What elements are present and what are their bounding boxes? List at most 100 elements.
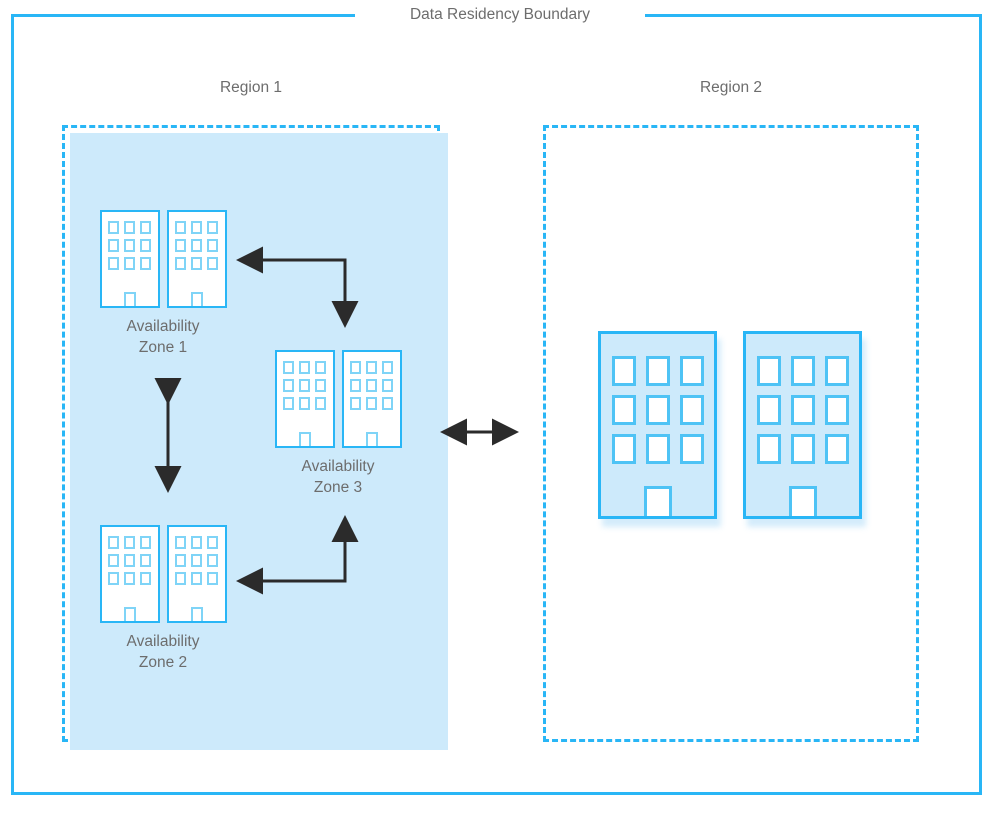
window (315, 379, 326, 392)
window (824, 395, 849, 425)
window (140, 239, 151, 252)
building-icon (598, 331, 721, 527)
availability-zone-1-label: Availability Zone 1 (126, 318, 200, 356)
window (382, 379, 393, 392)
window (366, 361, 377, 374)
window (140, 572, 151, 585)
building-windows (102, 221, 158, 270)
window (382, 361, 393, 374)
window (175, 572, 186, 585)
window (283, 379, 294, 392)
window (175, 554, 186, 567)
window (207, 257, 218, 270)
window (124, 257, 135, 270)
building-door (123, 292, 136, 306)
zone1-zone2-connector (154, 378, 182, 493)
window (824, 356, 849, 386)
building-windows (344, 361, 400, 410)
window (679, 395, 704, 425)
window (611, 356, 636, 386)
data-residency-boundary-title: Data Residency Boundary (409, 6, 591, 23)
window (679, 356, 704, 386)
building-door (788, 486, 817, 516)
window (611, 395, 636, 425)
zone1-zone3-connector (236, 246, 359, 328)
region-2-dashed-border (543, 125, 919, 742)
window (108, 572, 119, 585)
window (299, 397, 310, 410)
window (108, 536, 119, 549)
window (350, 361, 361, 374)
window (108, 239, 119, 252)
window (140, 554, 151, 567)
window (207, 239, 218, 252)
window (207, 536, 218, 549)
window (299, 379, 310, 392)
window (191, 536, 202, 549)
window (645, 395, 670, 425)
window (207, 554, 218, 567)
window (191, 257, 202, 270)
window (124, 536, 135, 549)
building-door (298, 432, 311, 446)
window (175, 536, 186, 549)
zone2-zone3-connector (236, 515, 359, 595)
region-2-datacenters[interactable] (598, 331, 866, 527)
window (756, 395, 781, 425)
window (191, 572, 202, 585)
window (790, 356, 815, 386)
building-windows (169, 221, 225, 270)
building-icon (274, 350, 335, 448)
window (108, 554, 119, 567)
window (299, 361, 310, 374)
window (679, 434, 704, 464)
window (645, 356, 670, 386)
window (350, 379, 361, 392)
window (756, 356, 781, 386)
building-door (643, 486, 672, 516)
window (366, 397, 377, 410)
window (315, 361, 326, 374)
availability-zone-2[interactable]: Availability Zone 2 (96, 525, 230, 673)
region-2-buildings (598, 331, 866, 527)
window (207, 572, 218, 585)
window (824, 434, 849, 464)
window (283, 397, 294, 410)
window (191, 239, 202, 252)
window (191, 221, 202, 234)
building-windows (601, 356, 714, 464)
building-icon (99, 525, 160, 623)
building-door (190, 607, 203, 621)
window (175, 239, 186, 252)
window (790, 434, 815, 464)
building-windows (746, 356, 859, 464)
window (315, 397, 326, 410)
window (124, 221, 135, 234)
building-windows (277, 361, 333, 410)
building-icon (166, 525, 227, 623)
window (175, 221, 186, 234)
region-2-title: Region 2 (699, 79, 763, 96)
window (283, 361, 294, 374)
availability-zone-3-buildings (271, 350, 405, 448)
window (124, 572, 135, 585)
availability-zone-1-buildings (96, 210, 230, 308)
window (366, 379, 377, 392)
building-windows (102, 536, 158, 585)
window (124, 239, 135, 252)
window (175, 257, 186, 270)
window (790, 395, 815, 425)
availability-zone-1[interactable]: Availability Zone 1 (96, 210, 230, 358)
window (350, 397, 361, 410)
region-1-title: Region 1 (219, 79, 283, 96)
window (207, 221, 218, 234)
availability-zone-3[interactable]: Availability Zone 3 (271, 350, 405, 498)
window (645, 434, 670, 464)
building-icon (166, 210, 227, 308)
building-windows (169, 536, 225, 585)
building-icon (743, 331, 866, 527)
window (756, 434, 781, 464)
window (382, 397, 393, 410)
building-door (365, 432, 378, 446)
